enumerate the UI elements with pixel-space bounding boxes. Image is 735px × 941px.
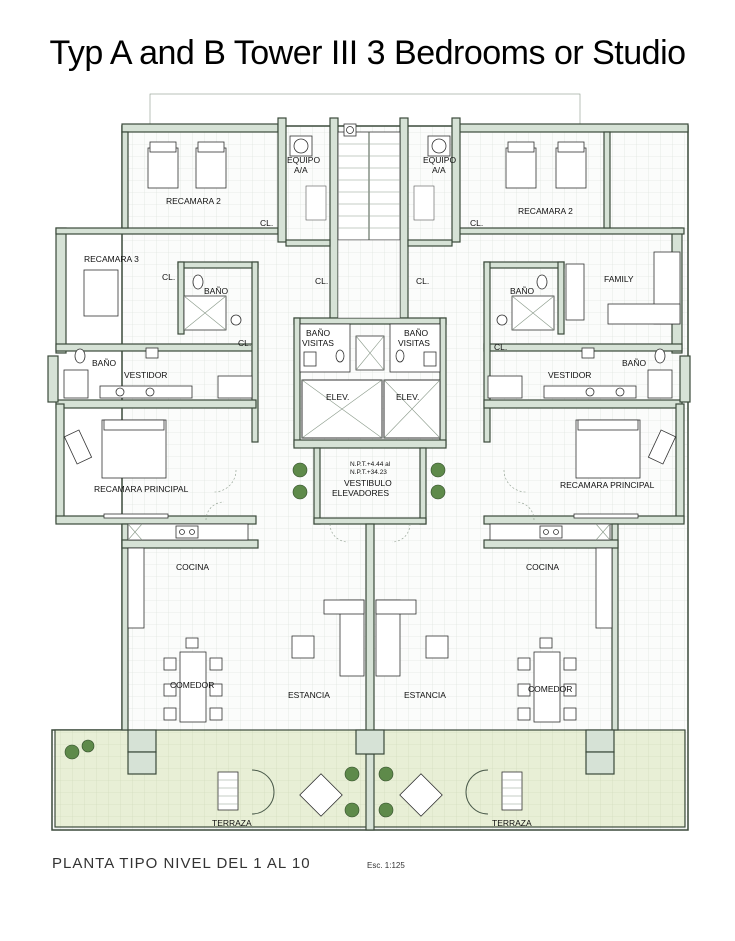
dining-tables: [163, 637, 577, 723]
doors: [205, 469, 535, 543]
label-bano-visitas-left-2: VISITAS: [302, 338, 334, 348]
label-vestidor-right: VESTIDOR: [548, 370, 591, 380]
room-labels: EQUIPO A/A EQUIPO A/A RECAMARA 2 RECAMAR…: [84, 155, 655, 828]
label-recamara2-right: RECAMARA 2: [518, 206, 573, 216]
label-cl-5: CL.: [416, 276, 429, 286]
label-recamara2-left: RECAMARA 2: [166, 196, 221, 206]
label-aa-left: A/A: [294, 165, 308, 175]
family-sofa: [565, 251, 681, 325]
label-equipo-right: EQUIPO: [423, 155, 456, 165]
label-equipo-left: EQUIPO: [287, 155, 320, 165]
scale-label: Esc. 1:125: [367, 861, 405, 870]
label-npt-2: N.P.T.+34.23: [350, 469, 387, 476]
label-cl-6: CL.: [238, 338, 251, 348]
label-cl-4: CL.: [315, 276, 328, 286]
label-bano-visitas-left-1: BAÑO: [306, 328, 330, 338]
label-recamara3: RECAMARA 3: [84, 254, 139, 264]
living-sofas: [291, 599, 449, 677]
bath-fixtures: [63, 274, 673, 399]
page-title: Typ A and B Tower III 3 Bedrooms or Stud…: [49, 34, 686, 72]
label-comedor-left: COMEDOR: [170, 680, 214, 690]
stair-core: [289, 123, 451, 319]
label-bano-visitas-right-1: BAÑO: [404, 328, 428, 338]
planters: [64, 462, 446, 818]
label-cocina-left: COCINA: [176, 562, 209, 572]
label-cl-7: CL.: [494, 342, 507, 352]
label-comedor-right: COMEDOR: [528, 684, 572, 694]
label-bano-4: BAÑO: [622, 358, 646, 368]
plan-label: PLANTA TIPO NIVEL DEL 1 AL 10: [52, 855, 311, 872]
label-bano-3: BAÑO: [92, 358, 116, 368]
label-family: FAMILY: [604, 274, 634, 284]
label-npt-1: N.P.T.+4.44 al: [350, 461, 391, 468]
label-bano-visitas-right-2: VISITAS: [398, 338, 430, 348]
label-estancia-right: ESTANCIA: [404, 690, 446, 700]
label-cl-2: CL.: [470, 218, 483, 228]
label-terraza-right: TERRAZA: [492, 818, 532, 828]
guest-baths: [299, 323, 441, 373]
label-aa-right: A/A: [432, 165, 446, 175]
label-vestibulo-2: ELEVADORES: [332, 488, 389, 498]
terrace-furniture: [217, 769, 523, 817]
elevators: [301, 335, 441, 439]
label-terraza-left: TERRAZA: [212, 818, 252, 828]
label-bano-2: BAÑO: [510, 286, 534, 296]
label-recamara-principal-left: RECAMARA PRINCIPAL: [94, 484, 189, 494]
label-cl-3: CL.: [162, 272, 175, 282]
beds: [63, 141, 677, 519]
label-vestibulo-1: VESTIBULO: [344, 478, 392, 488]
label-estancia-left: ESTANCIA: [288, 690, 330, 700]
label-recamara-principal-right: RECAMARA PRINCIPAL: [560, 480, 655, 490]
kitchens: [127, 523, 613, 629]
label-elev-1: ELEV.: [326, 392, 349, 402]
label-vestidor-left: VESTIDOR: [124, 370, 167, 380]
label-elev-2: ELEV.: [396, 392, 419, 402]
label-cl-1: CL.: [260, 218, 273, 228]
label-cocina-right: COCINA: [526, 562, 559, 572]
label-bano-1: BAÑO: [204, 286, 228, 296]
